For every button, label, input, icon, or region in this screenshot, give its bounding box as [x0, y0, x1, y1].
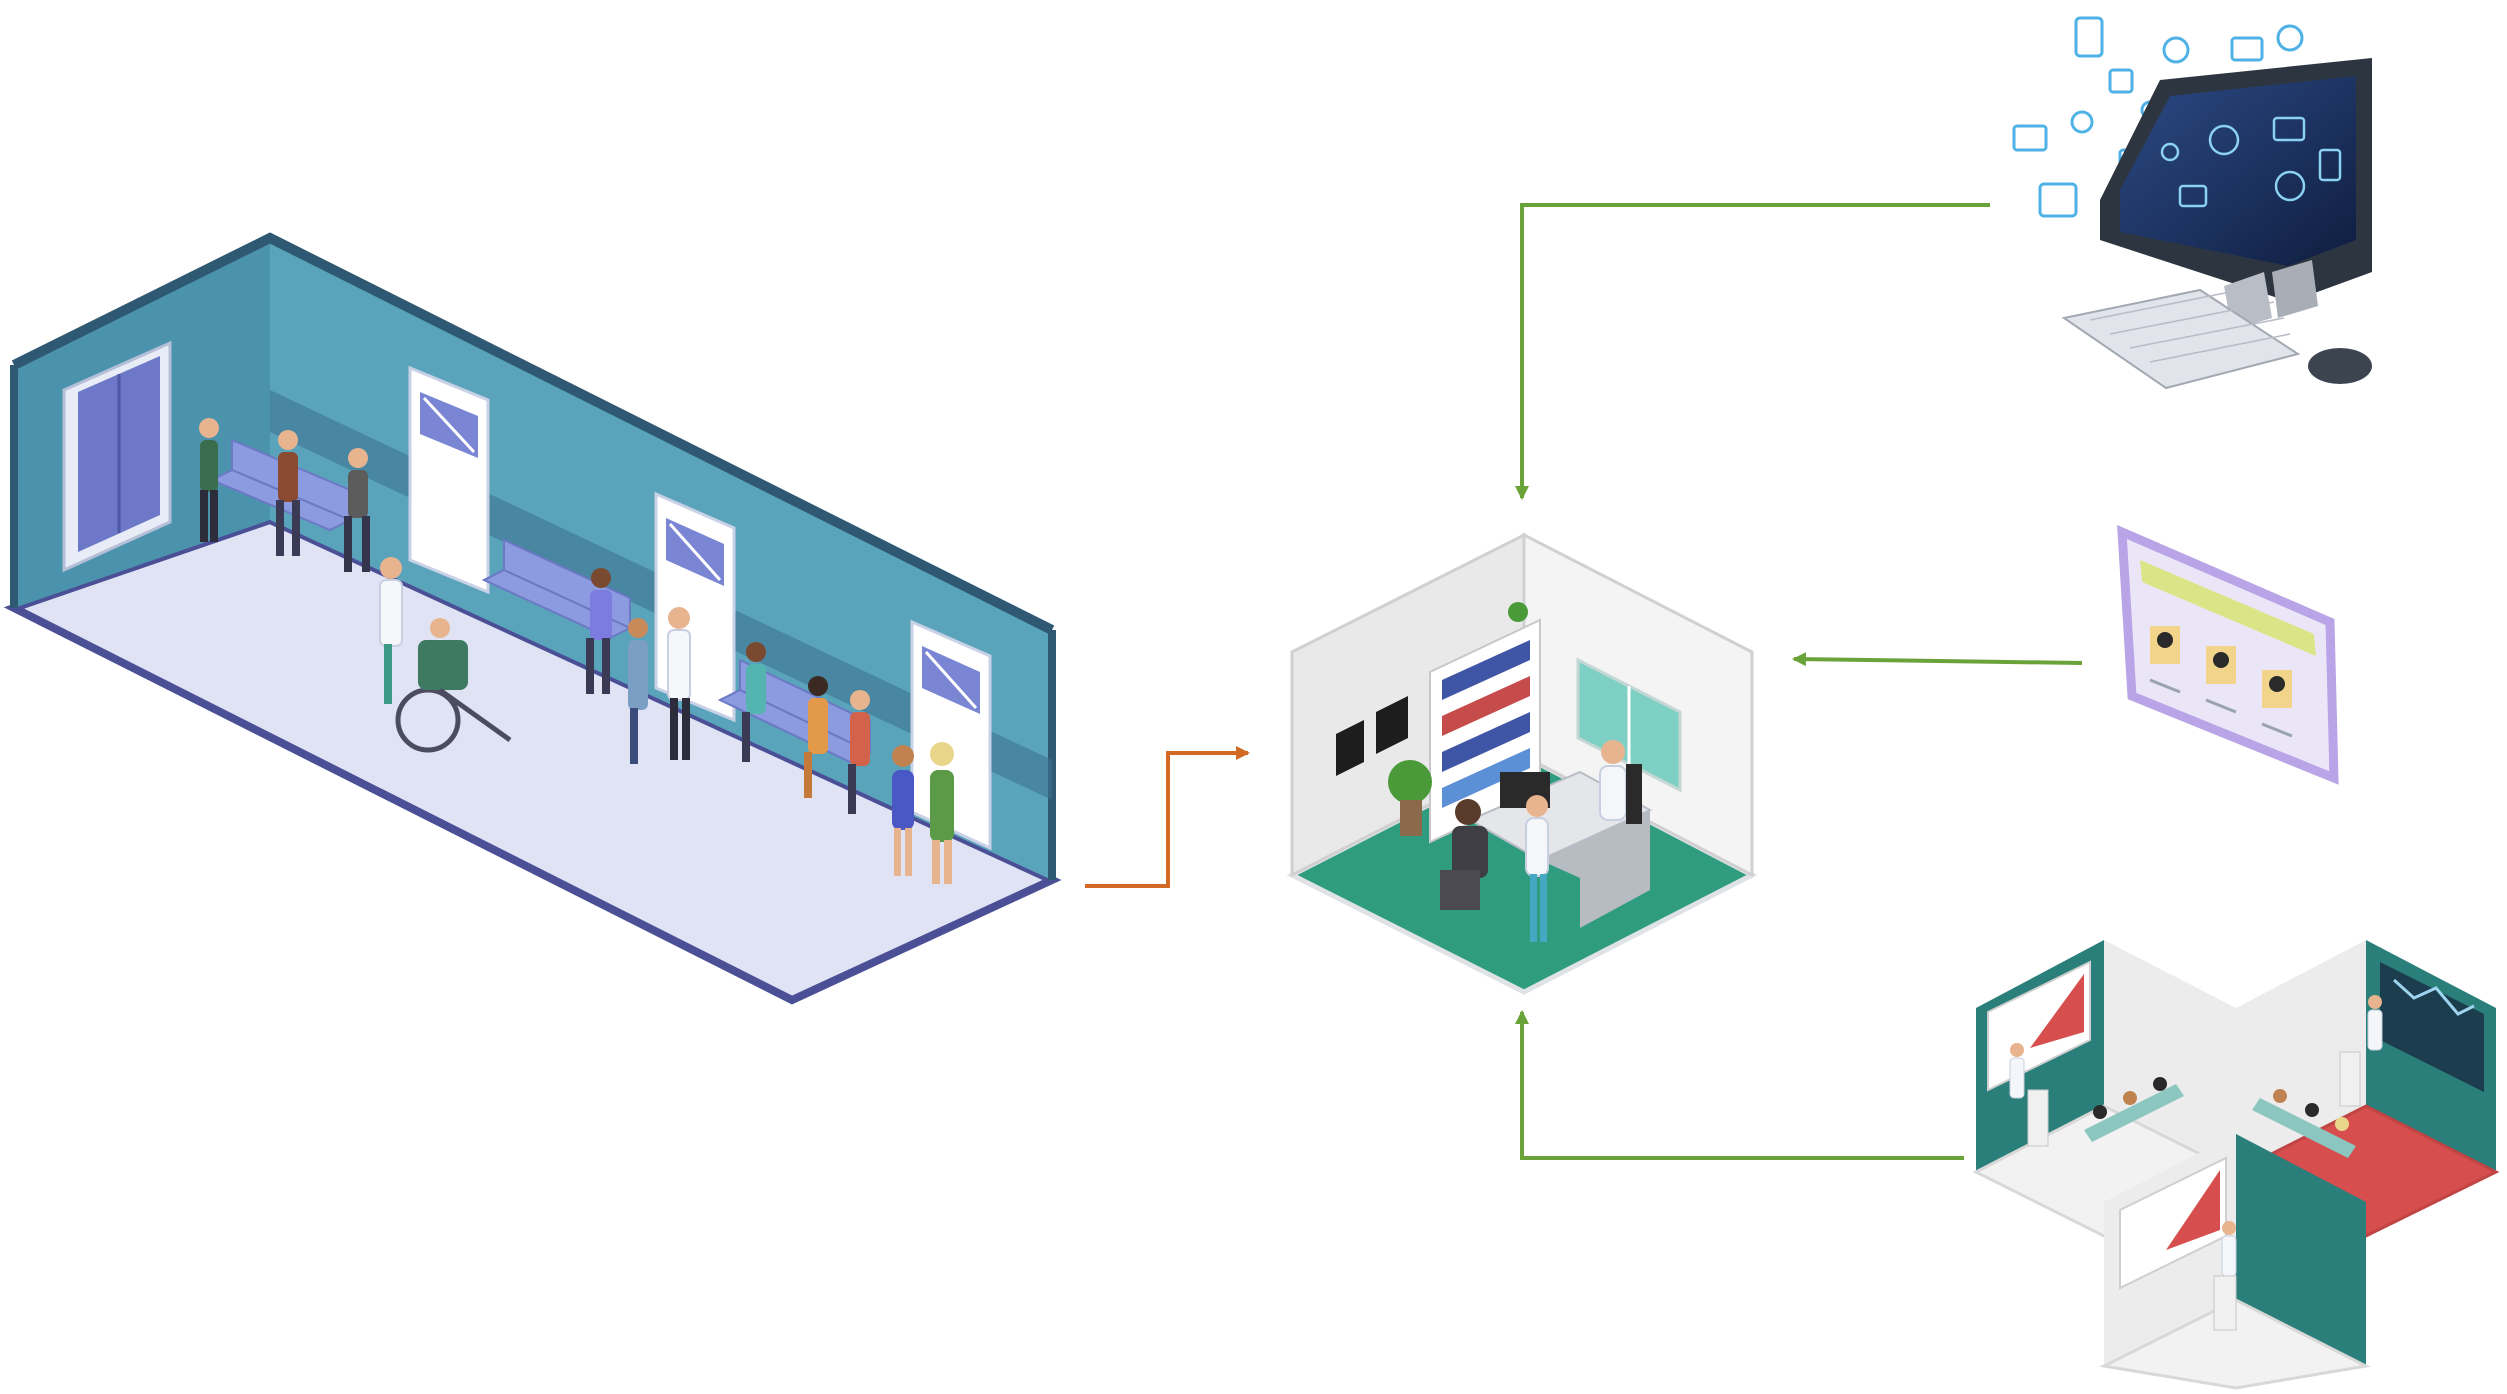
hospital-waiting-corridor: [3, 232, 1062, 1005]
doctor-consultation-room: [1286, 532, 1758, 995]
patients-and-staff-icon: [199, 418, 954, 884]
arrow-computer-to-office: [1515, 203, 1990, 500]
desktop-computer-with-app-icons: [2012, 16, 2372, 390]
keyboard-icon: [2061, 288, 2301, 390]
monitor-screen: [2120, 76, 2356, 266]
window-icon: [1576, 657, 1682, 793]
arrow-tablet-to-office: [1792, 652, 2083, 667]
tablet-with-doctor-profiles: [2117, 524, 2339, 785]
medical-lecture-rooms: [1972, 940, 2500, 1390]
plant-icon: [1388, 602, 1528, 836]
audience-icon: [2084, 1077, 2356, 1158]
doctor-profile-icon: [2150, 626, 2292, 708]
lecturer-icon: [2009, 995, 2383, 1331]
arrow-corridor-to-office: [1085, 746, 1250, 888]
elevator-door-icon: [62, 340, 172, 573]
mouse-icon: [2308, 348, 2372, 384]
door-icon: [408, 365, 490, 595]
doctor-and-patient-icon: [1440, 740, 1642, 942]
arrow-lectures-to-office: [1515, 1010, 1964, 1160]
